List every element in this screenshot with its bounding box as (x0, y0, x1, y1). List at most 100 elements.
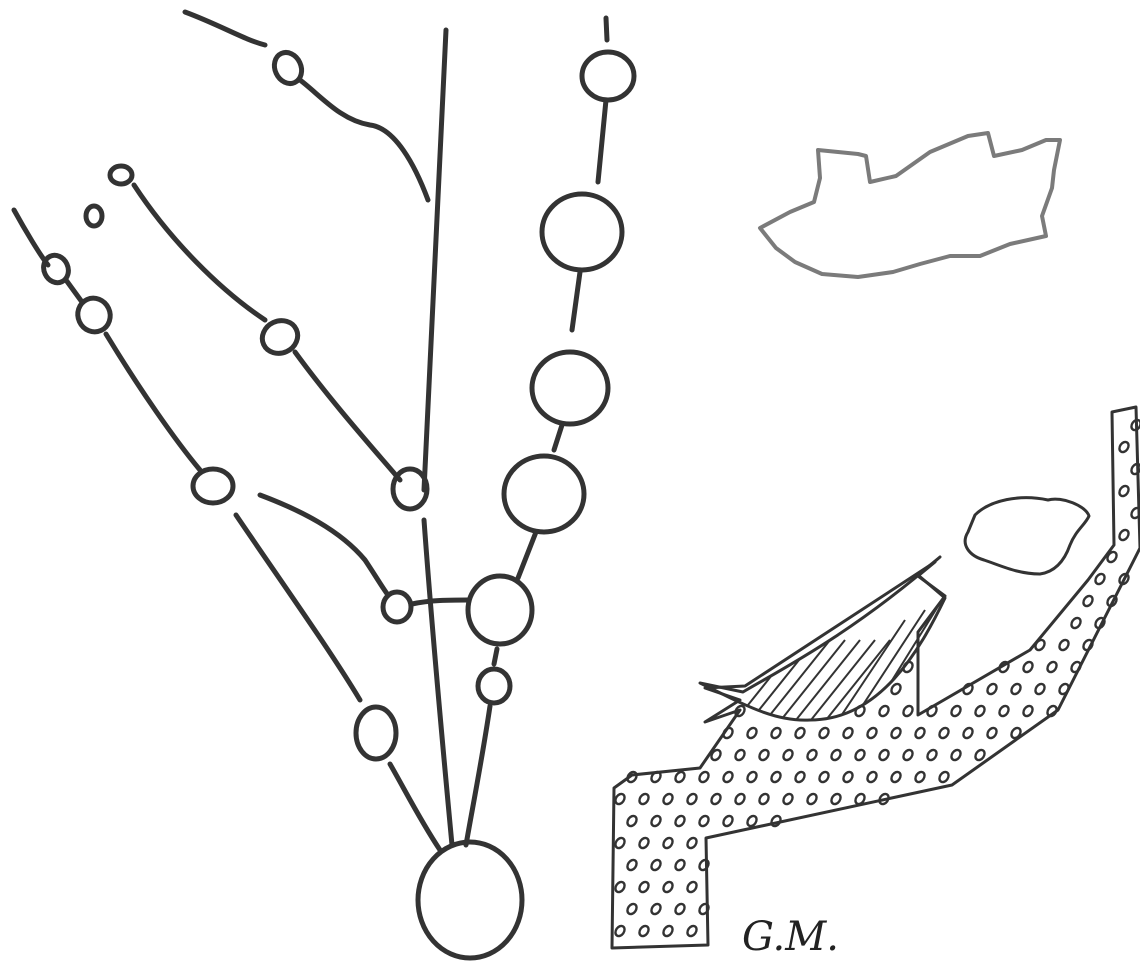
stipple-dot (1094, 616, 1107, 630)
stipple-dot (842, 726, 855, 740)
stipple-dot (890, 682, 903, 696)
stipple-dot (650, 902, 663, 916)
stipple-dot (986, 726, 999, 740)
stipple-dot (686, 880, 699, 894)
stipple-dot (926, 704, 939, 718)
stipple-dot (1130, 418, 1140, 432)
stipple-dot (914, 770, 927, 784)
stipple-dot (650, 858, 663, 872)
artist-signature: G.M. (742, 914, 839, 960)
stipple-dot (698, 770, 711, 784)
stipple-dot (878, 748, 891, 762)
stipple-dot (638, 880, 651, 894)
stipple-dot (686, 924, 699, 938)
stipple-dot (626, 858, 639, 872)
bead-chain-6 (478, 669, 510, 703)
stipple-dot (626, 770, 639, 784)
stipple-dot (974, 704, 987, 718)
bead-small-top (110, 166, 132, 184)
stipple-dot (722, 770, 735, 784)
stipple-dot (638, 792, 651, 806)
stipple-dot (626, 814, 639, 828)
stipple-dot (1082, 638, 1095, 652)
stipple-dot (806, 748, 819, 762)
hand-outline (612, 407, 1140, 948)
stipple-dot (650, 814, 663, 828)
stipple-dot (722, 814, 735, 828)
tree-trunk-stem (424, 30, 446, 490)
stipple-dot (686, 792, 699, 806)
stipple-dot (746, 726, 759, 740)
bead-chain-5 (468, 576, 532, 644)
stipple-dot (1046, 704, 1059, 718)
stipple-dot (710, 792, 723, 806)
tree-branch-far-left-2 (66, 280, 82, 302)
stipple-dot (914, 726, 927, 740)
stipple-dot (974, 748, 987, 762)
bead-chain-1 (582, 52, 634, 100)
stipple-dot (878, 704, 891, 718)
stipple-dot (614, 924, 627, 938)
stipple-dot (938, 726, 951, 740)
stipple-dot (1046, 660, 1059, 674)
cloud-outline-small (965, 498, 1089, 574)
cloud-outline-large (760, 133, 1060, 277)
stipple-dot (950, 748, 963, 762)
stipple-dot (614, 880, 627, 894)
stipple-dot (758, 792, 771, 806)
stipple-dot (758, 748, 771, 762)
stipple-dot (1082, 594, 1095, 608)
stipple-dot (950, 704, 963, 718)
tree-branch-far-left-4 (236, 515, 360, 700)
stipple-dot (1118, 440, 1131, 454)
stipple-dot (818, 770, 831, 784)
bead-far-left-4 (356, 707, 396, 759)
stipple-dot (662, 924, 675, 938)
stipple-dot (854, 748, 867, 762)
bead-tree (14, 12, 634, 958)
stipple-dot (698, 858, 711, 872)
tree-link-horizontal (412, 600, 468, 604)
stipple-dot (1034, 638, 1047, 652)
stipple-dot (890, 770, 903, 784)
stipple-dot (830, 792, 843, 806)
stipple-dot (662, 880, 675, 894)
tree-chain-link-6 (466, 706, 490, 845)
stipple-dot (662, 792, 675, 806)
stipple-dot (998, 660, 1011, 674)
stipple-dot (830, 748, 843, 762)
dotted-hand-figure (612, 407, 1140, 948)
stipple-dot (686, 836, 699, 850)
stipple-dot (746, 770, 759, 784)
tree-branch-top-left (185, 12, 265, 45)
stipple-dot (674, 770, 687, 784)
stipple-dot (938, 770, 951, 784)
stipple-dot (638, 836, 651, 850)
stipple-dot (674, 858, 687, 872)
stipple-dot (662, 836, 675, 850)
bead-chain-3 (532, 352, 608, 424)
stipple-dot (1022, 660, 1035, 674)
tree-chain-link-2 (572, 272, 580, 330)
stipple-dot (1070, 660, 1083, 674)
stipple-dot (962, 726, 975, 740)
stipple-dot (770, 814, 783, 828)
stipple-dot (998, 704, 1011, 718)
tree-chain-link-1 (598, 100, 606, 182)
bead-floating-small (86, 206, 102, 226)
tree-branch-far-left-3 (106, 334, 200, 470)
tree-chain-link-4 (518, 532, 536, 578)
stipple-dot (722, 726, 735, 740)
tree-chain-top-tick (606, 18, 607, 40)
stipple-dot (794, 770, 807, 784)
stipple-dot (614, 836, 627, 850)
stipple-dot (806, 792, 819, 806)
stipple-dot (926, 748, 939, 762)
stipple-dot (1058, 638, 1071, 652)
stipple-dot (986, 682, 999, 696)
stipple-dot (1118, 528, 1131, 542)
stipple-dots (614, 418, 1140, 938)
stipple-dot (854, 704, 867, 718)
tree-branch-left-mid-2 (295, 352, 400, 480)
stipple-dot (782, 792, 795, 806)
